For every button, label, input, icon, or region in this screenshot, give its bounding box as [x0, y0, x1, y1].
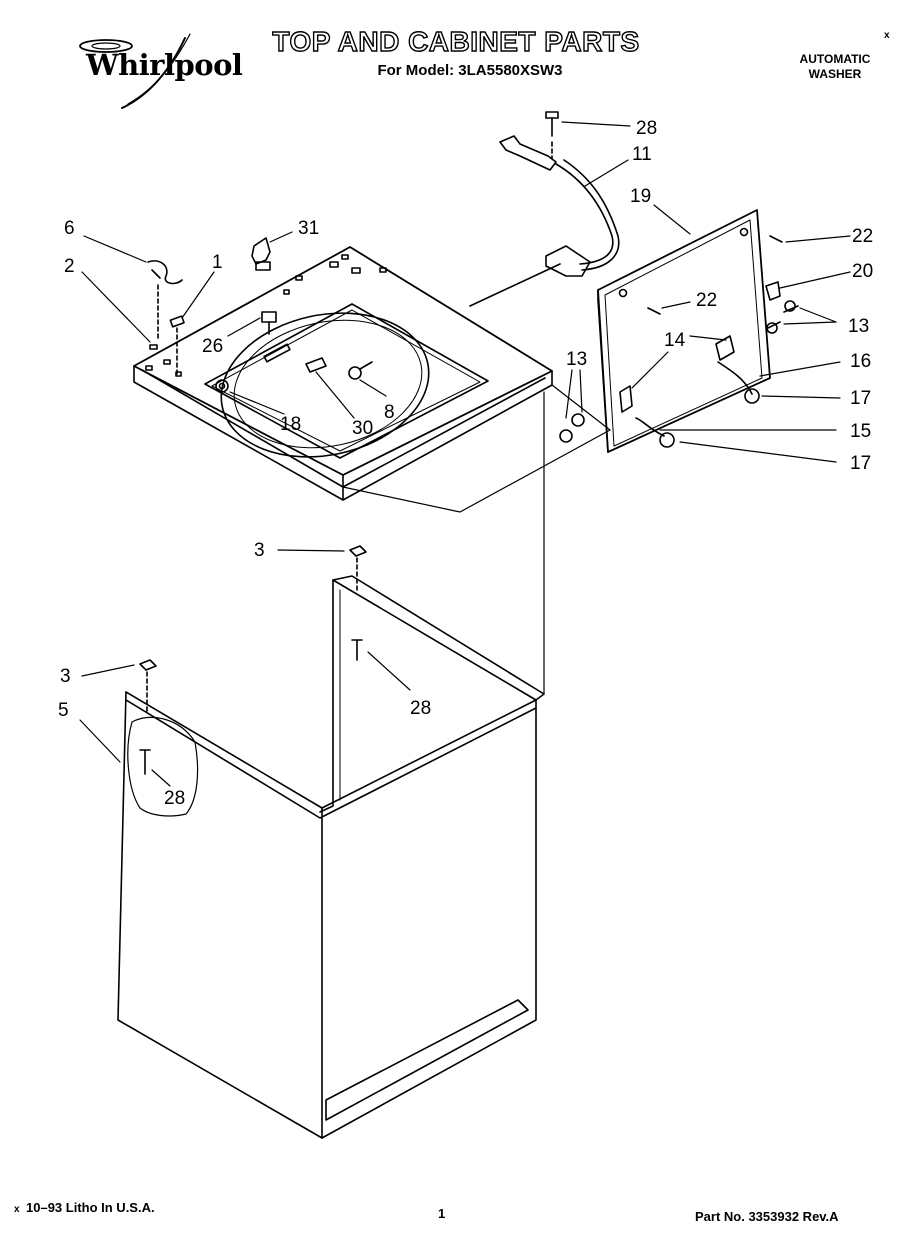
callout-11: 11	[632, 144, 652, 165]
whirlpool-logo: Whirlpool	[86, 48, 243, 82]
part-1-grommet	[169, 315, 185, 376]
callout-5: 5	[58, 700, 69, 721]
part-6-clip	[147, 260, 183, 341]
callout-13-right: 13	[848, 316, 869, 337]
callout-31: 31	[298, 218, 319, 239]
callout-13-left: 13	[566, 349, 587, 370]
callout-28-switch: 28	[636, 118, 657, 139]
callout-14: 14	[664, 330, 686, 351]
appliance-type-line2: WASHER	[808, 67, 862, 81]
part-13-screws	[559, 300, 799, 443]
callout-22-right: 22	[852, 226, 873, 247]
callout-6: 6	[64, 218, 75, 239]
part-31-bracket	[251, 237, 271, 271]
part-number: Part No. 3353932 Rev.A	[695, 1209, 839, 1224]
callout-18: 18	[280, 414, 301, 435]
part-8-screw	[348, 361, 373, 380]
page-title: TOP AND CABINET PARTS	[272, 25, 640, 57]
callout-17-lower: 17	[850, 453, 871, 474]
whirlpool-swirl-icon	[79, 33, 191, 109]
footer-mark: x	[14, 1204, 20, 1215]
model-line: For Model: 3LA5580XSW3	[377, 62, 563, 79]
callout-26: 26	[202, 336, 223, 357]
part-19-rear-panel	[597, 209, 771, 453]
washer-cabinet	[117, 391, 545, 1139]
part-18-hinge	[215, 379, 229, 393]
part-30-part	[305, 357, 327, 373]
callout-8: 8	[384, 402, 395, 423]
callout-30: 30	[352, 418, 373, 439]
litho-note: 10–93 Litho In U.S.A.	[26, 1200, 155, 1215]
callout-3-front: 3	[60, 666, 71, 687]
callout-leaders	[79, 121, 851, 787]
corner-mark: x	[884, 30, 890, 41]
page-number: 1	[438, 1206, 446, 1221]
part-11-lid-switch-harness	[469, 111, 620, 307]
part-15-16-rods	[635, 361, 753, 437]
washer-top-panel	[133, 246, 553, 501]
callout-20: 20	[852, 261, 873, 282]
callout-28-front: 28	[164, 788, 185, 809]
callout-16: 16	[850, 351, 871, 372]
callout-2: 2	[64, 256, 75, 277]
callout-17-upper: 17	[850, 388, 871, 409]
callout-19: 19	[630, 186, 651, 207]
appliance-type-line1: AUTOMATIC	[799, 52, 871, 66]
part-17-knob	[659, 388, 760, 448]
callout-15: 15	[850, 421, 871, 442]
part-20-clip	[765, 281, 781, 301]
part-26-bumper	[261, 311, 277, 335]
part-14-bracket	[619, 335, 735, 413]
callout-22-left: 22	[696, 290, 717, 311]
callout-3-back: 3	[254, 540, 265, 561]
callout-28-back: 28	[410, 698, 431, 719]
part-22-pins	[647, 235, 783, 315]
callout-1: 1	[212, 252, 223, 273]
